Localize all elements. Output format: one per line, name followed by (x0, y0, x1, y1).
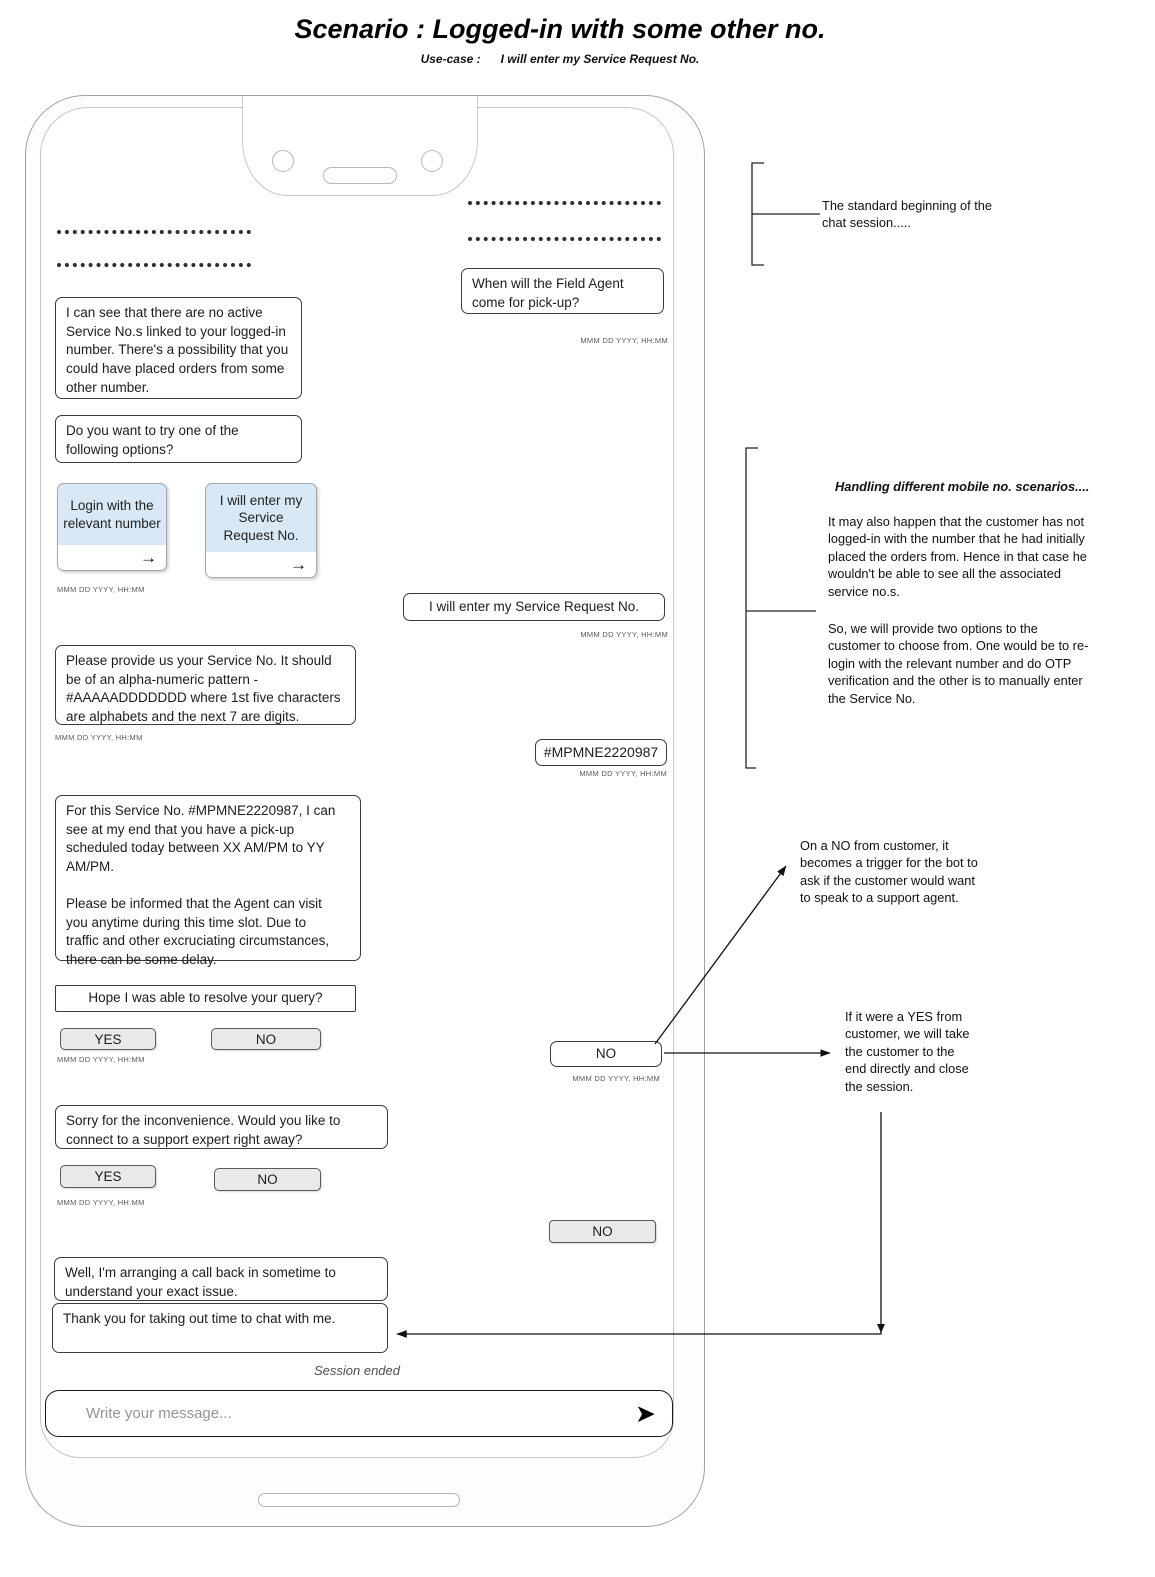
bot-message-thanks: Thank you for taking out time to chat wi… (52, 1303, 388, 1353)
message-input[interactable] (84, 1404, 636, 1423)
yes-button[interactable]: YES (60, 1028, 156, 1050)
bot-message-pickup-schedule: For this Service No. #MPMNE2220987, I ca… (55, 795, 361, 967)
home-indicator (258, 1493, 460, 1507)
redacted-message-line (57, 230, 251, 234)
timestamp: MMM DD YYYY, HH:MM (55, 733, 143, 742)
option-card-login-label: Login with the relevant number (63, 497, 161, 531)
yes-button[interactable]: YES (60, 1165, 156, 1188)
timestamp: MMM DD YYYY, HH:MM (580, 336, 668, 345)
annotation-handling-p1: It may also happen that the customer has… (828, 514, 1087, 599)
arrow-right-icon: → (140, 547, 157, 567)
sensor-icon (421, 150, 443, 172)
annotation-if-yes: If it were a YES from customer, we will … (845, 1009, 970, 1094)
message-input-bar[interactable]: ➤ (45, 1390, 673, 1437)
phone-notch (242, 96, 478, 196)
no-button[interactable]: NO (211, 1028, 321, 1050)
session-ended-label: Session ended (313, 1363, 400, 1378)
redacted-message-line (468, 201, 661, 205)
arrow-right-icon: → (290, 554, 307, 574)
timestamp: MMM DD YYYY, HH:MM (57, 585, 145, 594)
user-message-no-2: NO (549, 1220, 656, 1243)
timestamp: MMM DD YYYY, HH:MM (580, 630, 668, 639)
timestamp: MMM DD YYYY, HH:MM (572, 1074, 660, 1083)
use-case-value: I will enter my Service Request No. (500, 52, 700, 66)
bot-message-callback: Well, I'm arranging a call back in somet… (54, 1257, 388, 1301)
bot-message-no-active: I can see that there are no active Servi… (55, 297, 302, 399)
user-message-pickup: When will the Field Agent come for pick-… (461, 268, 664, 314)
user-message-no-1: NO (550, 1041, 662, 1067)
no-button[interactable]: NO (214, 1168, 321, 1191)
redacted-message-line (57, 263, 251, 267)
annotation-handling-p2: So, we will provide two options to the c… (828, 621, 1089, 706)
user-message-enter-srn: I will enter my Service Request No. (403, 593, 665, 621)
option-card-enter-srn-label: I will enter my Service Request No. (219, 492, 303, 543)
page-title: Scenario : Logged-in with some other no. (294, 14, 826, 44)
bot-message-try-options: Do you want to try one of the following … (55, 415, 302, 463)
bot-message-provide-service-no: Please provide us your Service No. It sh… (55, 645, 356, 725)
redacted-message-line (468, 237, 661, 241)
annotation-standard-beginning: The standard beginning of the chat sessi… (822, 198, 993, 231)
timestamp: MMM DD YYYY, HH:MM (57, 1055, 145, 1064)
timestamp: MMM DD YYYY, HH:MM (579, 769, 667, 778)
speaker-icon (323, 167, 397, 184)
bracket-standard-beginning (751, 162, 764, 266)
bot-message-sorry: Sorry for the inconvenience. Would you l… (55, 1105, 388, 1149)
use-case-subtitle: Use-case : I will enter my Service Reque… (0, 52, 1120, 66)
arrow-elbow-head (877, 1324, 885, 1333)
front-camera-icon (272, 150, 294, 172)
bracket-handling-scenarios (745, 447, 758, 769)
timestamp: MMM DD YYYY, HH:MM (57, 1198, 145, 1207)
annotation-on-no: On a NO from customer, it becomes a trig… (800, 838, 978, 906)
bot-message-resolve-query: Hope I was able to resolve your query? (55, 985, 356, 1012)
use-case-label: Use-case : (420, 52, 481, 66)
user-message-service-no: #MPMNE2220987 (535, 739, 667, 766)
option-card-enter-srn[interactable]: I will enter my Service Request No. → (205, 483, 317, 578)
annotation-handling-heading: Handling different mobile no. scenarios.… (835, 479, 1090, 494)
send-icon[interactable]: ➤ (635, 1399, 656, 1428)
option-card-login[interactable]: Login with the relevant number → (57, 483, 167, 571)
